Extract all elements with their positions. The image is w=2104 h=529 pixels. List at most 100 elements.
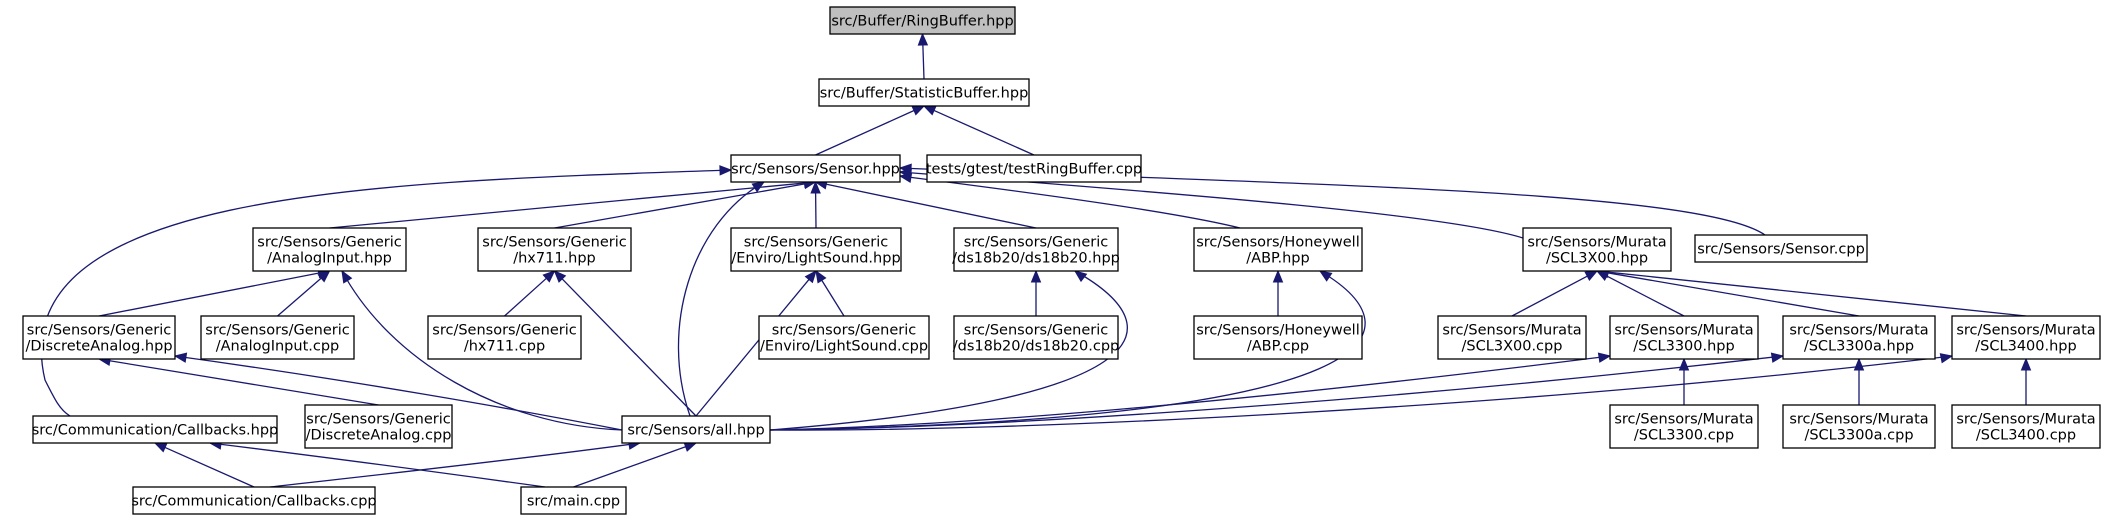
- node-box[interactable]: [621, 415, 771, 444]
- edge-line: [277, 277, 323, 317]
- node-box[interactable]: [953, 315, 1119, 360]
- node-box[interactable]: [829, 6, 1016, 35]
- node-ringbuffer[interactable]: src/Buffer/RingBuffer.hpp: [829, 6, 1016, 35]
- node-scl3400_cpp[interactable]: src/Sensors/Murata/SCL3400.cpp: [1951, 404, 2101, 449]
- node-statisticbuffer[interactable]: src/Buffer/StatisticBuffer.hpp: [818, 78, 1030, 107]
- edge-line: [269, 442, 641, 488]
- edge-ringbuffer-to-statisticbuffer: [917, 32, 929, 80]
- edge-line: [40, 169, 732, 417]
- node-box[interactable]: [1522, 227, 1672, 272]
- node-label-line: /SCL3300.hpp: [1633, 339, 1734, 355]
- arrowhead-icon: [1678, 357, 1690, 371]
- node-discreteanalog_cpp[interactable]: src/Sensors/Generic/DiscreteAnalog.cpp: [304, 404, 453, 449]
- node-box[interactable]: [1782, 315, 1936, 360]
- node-sensor_cpp[interactable]: src/Sensors/Sensor.cpp: [1694, 234, 1868, 263]
- node-box[interactable]: [1951, 315, 2101, 360]
- arrowhead-icon: [804, 269, 817, 284]
- node-label-line: /ds18b20/ds18b20.hpp: [952, 251, 1120, 267]
- arrowhead-icon: [1853, 357, 1865, 371]
- arrowhead-icon: [683, 441, 698, 452]
- arrowhead-icon: [1030, 269, 1042, 283]
- node-box[interactable]: [1782, 404, 1936, 449]
- node-box[interactable]: [1193, 227, 1363, 272]
- node-scl3300_hpp[interactable]: src/Sensors/Murata/SCL3300.hpp: [1609, 315, 1759, 360]
- node-box[interactable]: [132, 486, 376, 515]
- node-label-line: src/Sensors/Murata: [1956, 412, 2095, 428]
- node-abp_cpp[interactable]: src/Sensors/Honeywell/ABP.cpp: [1193, 315, 1363, 360]
- node-box[interactable]: [427, 315, 582, 360]
- edge-line: [825, 183, 1037, 229]
- node-lightsound_hpp[interactable]: src/Sensors/Generic/Enviro/LightSound.hp…: [730, 227, 902, 272]
- node-box[interactable]: [1609, 404, 1759, 449]
- node-box[interactable]: [304, 404, 453, 449]
- arrowhead-icon: [173, 352, 188, 363]
- node-discreteanalog_hpp[interactable]: src/Sensors/Generic/DiscreteAnalog.hpp: [22, 315, 176, 360]
- node-abp_hpp[interactable]: src/Sensors/Honeywell/ABP.hpp: [1193, 227, 1363, 272]
- node-box[interactable]: [730, 154, 901, 183]
- arrowhead-icon: [542, 270, 556, 283]
- node-analoginput_hpp[interactable]: src/Sensors/Generic/AnalogInput.hpp: [252, 227, 407, 272]
- node-scl3300a_hpp[interactable]: src/Sensors/Murata/SCL3300a.hpp: [1782, 315, 1936, 360]
- node-label-line: src/main.cpp: [527, 494, 620, 510]
- edge-sensor_hpp-to-hx711_hpp: [554, 178, 817, 229]
- node-all_hpp[interactable]: src/Sensors/all.hpp: [621, 415, 771, 444]
- arrowhead-icon: [810, 180, 821, 194]
- node-callbacks_cpp[interactable]: src/Communication/Callbacks.cpp: [131, 486, 377, 515]
- node-label-line: /ABP.cpp: [1247, 339, 1309, 355]
- node-box[interactable]: [1694, 234, 1868, 263]
- node-box[interactable]: [730, 227, 902, 272]
- edge-scl3400_hpp-to-all_hpp: [769, 353, 1954, 431]
- arrowhead-icon: [815, 269, 827, 284]
- node-label-line: /Enviro/LightSound.cpp: [760, 339, 928, 355]
- node-box[interactable]: [22, 315, 176, 360]
- node-box[interactable]: [32, 415, 278, 444]
- edge-abp_hpp-to-abp_cpp: [1272, 269, 1284, 316]
- edge-sensor_hpp-to-all_hpp: [677, 181, 766, 417]
- node-hx711_hpp[interactable]: src/Sensors/Generic/hx711.hpp: [477, 227, 632, 272]
- node-testringbuffer[interactable]: tests/gtest/testRingBuffer.cpp: [926, 154, 1142, 183]
- node-sensor_hpp[interactable]: src/Sensors/Sensor.hpp: [730, 154, 901, 183]
- node-box[interactable]: [1437, 315, 1587, 360]
- arrowhead-icon: [1318, 270, 1333, 282]
- node-lightsound_cpp[interactable]: src/Sensors/Generic/Enviro/LightSound.cp…: [758, 315, 930, 360]
- node-box[interactable]: [200, 315, 355, 360]
- node-box[interactable]: [1951, 404, 2101, 449]
- node-box[interactable]: [520, 486, 627, 515]
- edge-line: [561, 277, 697, 417]
- node-scl3x00_hpp[interactable]: src/Sensors/Murata/SCL3X00.hpp: [1522, 227, 1672, 272]
- node-label-line: src/Sensors/Honeywell: [1196, 323, 1360, 339]
- node-label-line: src/Buffer/RingBuffer.hpp: [831, 14, 1013, 30]
- node-scl3400_hpp[interactable]: src/Sensors/Murata/SCL3400.hpp: [1951, 315, 2101, 360]
- node-box[interactable]: [1609, 315, 1759, 360]
- edge-line: [769, 270, 1366, 431]
- node-hx711_cpp[interactable]: src/Sensors/Generic/hx711.cpp: [427, 315, 582, 360]
- node-box[interactable]: [252, 227, 407, 272]
- node-box[interactable]: [477, 227, 632, 272]
- edge-lightsound_hpp-to-lightsound_cpp: [815, 269, 845, 317]
- node-scl3300_cpp[interactable]: src/Sensors/Murata/SCL3300.cpp: [1609, 404, 1759, 449]
- node-label-line: src/Sensors/Murata: [1614, 412, 1753, 428]
- node-label-line: /SCL3400.hpp: [1975, 339, 2076, 355]
- node-callbacks_hpp[interactable]: src/Communication/Callbacks.hpp: [32, 415, 279, 444]
- node-box[interactable]: [758, 315, 930, 360]
- edge-line: [820, 279, 845, 317]
- node-box[interactable]: [1193, 315, 1363, 360]
- edge-abp_hpp-to-all_hpp: [769, 270, 1366, 431]
- node-main_cpp[interactable]: src/main.cpp: [520, 486, 627, 515]
- node-box[interactable]: [953, 227, 1119, 272]
- node-label-line: /DiscreteAnalog.hpp: [25, 339, 172, 355]
- node-analoginput_cpp[interactable]: src/Sensors/Generic/AnalogInput.cpp: [200, 315, 355, 360]
- node-box[interactable]: [926, 154, 1142, 183]
- node-ds18b20_cpp[interactable]: src/Sensors/Generic/ds18b20/ds18b20.cpp: [953, 315, 1120, 360]
- node-scl3300a_cpp[interactable]: src/Sensors/Murata/SCL3300a.cpp: [1782, 404, 1936, 449]
- arrowhead-icon: [153, 442, 168, 453]
- node-label-line: src/Sensors/Murata: [1442, 323, 1581, 339]
- node-ds18b20_hpp[interactable]: src/Sensors/Generic/ds18b20/ds18b20.hpp: [952, 227, 1120, 272]
- edge-line: [163, 446, 255, 488]
- node-label-line: /SCL3300a.hpp: [1804, 339, 1914, 355]
- node-box[interactable]: [818, 78, 1030, 107]
- edge-lightsound_hpp-to-all_hpp: [695, 269, 817, 417]
- edge-line: [329, 182, 806, 229]
- node-scl3x00_cpp[interactable]: src/Sensors/Murata/SCL3X00.cpp: [1437, 315, 1587, 360]
